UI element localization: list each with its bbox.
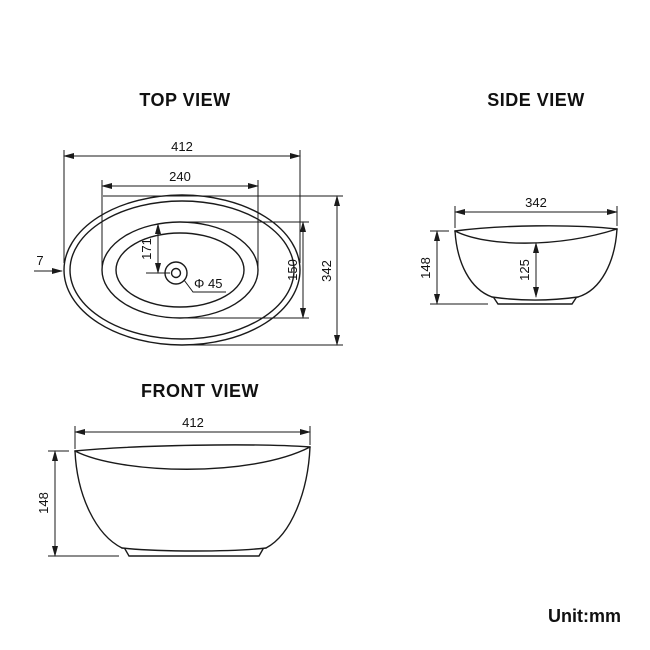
dim-side-width: 342 (454, 195, 618, 228)
side-rim-front-curve (454, 228, 618, 244)
dim-top-center-offset: 171 (139, 223, 170, 274)
dim-side-height: 148 (418, 230, 488, 305)
top-view-dimensions: 412 240 342 150 (34, 139, 343, 346)
dim-label-top-outer-depth: 342 (319, 260, 334, 282)
dim-label-side-height: 148 (418, 257, 433, 279)
side-base-top (491, 296, 579, 301)
unit-label: Unit:mm (548, 606, 621, 626)
side-left-profile (454, 230, 493, 298)
dim-label-top-rim-thickness: 7 (36, 253, 43, 268)
side-view-dimensions: 342 148 125 (418, 195, 618, 305)
top-outer-rim-ellipse (63, 194, 301, 346)
leader-line (183, 279, 226, 293)
front-left-profile (74, 450, 123, 549)
drain-inner-circle (170, 267, 182, 279)
front-base-foot (124, 548, 264, 557)
dim-label-top-center-offset: 171 (139, 238, 154, 260)
front-view-dimensions: 412 148 (36, 415, 311, 557)
front-right-profile (265, 446, 311, 549)
dim-label-side-inner-depth: 125 (517, 259, 532, 281)
dim-label-side-width: 342 (525, 195, 547, 210)
dim-top-inner-depth: 150 (180, 221, 309, 319)
top-view-title: TOP VIEW (139, 90, 231, 110)
dim-top-inner-width: 240 (101, 169, 259, 268)
side-rim-top-edge (454, 225, 618, 232)
dim-side-inner-depth: 125 (517, 242, 539, 298)
dim-label-front-width: 412 (182, 415, 204, 430)
dim-front-width: 412 (74, 415, 311, 449)
side-base-foot (493, 297, 577, 305)
dim-label-top-inner-depth: 150 (285, 259, 300, 281)
side-view-title: SIDE VIEW (487, 90, 585, 110)
top-inner-rim-ellipse (69, 200, 295, 340)
dim-top-outer-depth: 342 (103, 195, 343, 346)
side-right-profile (577, 228, 618, 298)
dim-label-drain-diameter: Φ 45 (194, 276, 222, 291)
dim-drain-diameter: Φ 45 (183, 276, 226, 293)
top-basin-inner-ellipse (115, 232, 245, 308)
front-rim-top-edge (74, 444, 311, 452)
dim-label-top-outer-width: 412 (171, 139, 193, 154)
front-view-title: FRONT VIEW (141, 381, 259, 401)
dim-label-top-inner-width: 240 (169, 169, 191, 184)
dim-label-front-height: 148 (36, 492, 51, 514)
dim-front-height: 148 (36, 450, 119, 557)
top-view-drawing (63, 194, 301, 346)
front-view-drawing (74, 444, 311, 557)
side-view-drawing (454, 225, 618, 305)
dim-top-rim-thickness: 7 (34, 253, 63, 274)
front-base-top (121, 547, 267, 552)
front-rim-front-curve (74, 446, 311, 470)
